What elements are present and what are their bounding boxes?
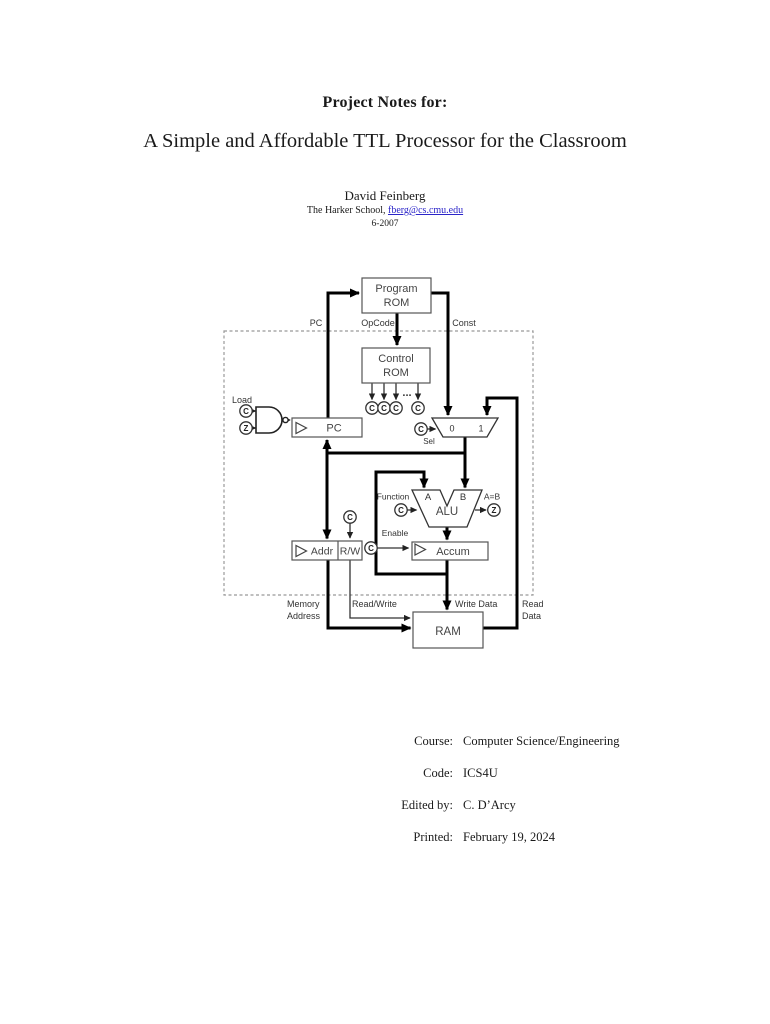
meta-value: C. D’Arcy bbox=[463, 798, 516, 812]
control-signal-3: C bbox=[393, 404, 399, 413]
control-rom-label-line1: Control bbox=[378, 353, 413, 365]
load-c-signal: C bbox=[243, 407, 249, 416]
alu-a-port-label: A bbox=[425, 492, 432, 503]
ellipsis-label: ... bbox=[402, 387, 411, 399]
kicker-heading: Project Notes for: bbox=[322, 94, 448, 111]
pc-bus-label: PC bbox=[310, 318, 323, 328]
control-rom-label-line2: ROM bbox=[383, 367, 409, 379]
addr-rw-register-box bbox=[291, 540, 363, 561]
component-labels: Program ROM Control ROM PC Addr R/W Accu… bbox=[311, 283, 470, 638]
mux-shape bbox=[430, 417, 500, 438]
meta-row-printed: Printed: February 19, 2024 bbox=[0, 830, 770, 845]
meta-value: Computer Science/Engineering bbox=[463, 734, 620, 748]
pc-register-box bbox=[291, 417, 363, 438]
component-boxes bbox=[291, 277, 489, 649]
enable-label: Enable bbox=[382, 528, 409, 538]
a-eq-b-label: A=B bbox=[484, 492, 501, 502]
mux-input-1-label: 1 bbox=[478, 424, 483, 434]
program-rom-label-line2: ROM bbox=[384, 297, 410, 309]
pc-register-label: PC bbox=[326, 423, 341, 435]
meta-row-course: Course: Computer Science/Engineering bbox=[0, 734, 770, 749]
clock-edge-icons bbox=[295, 421, 427, 558]
alu-b-port-label: B bbox=[460, 492, 466, 503]
enable-c-signal: C bbox=[368, 544, 374, 553]
affiliation-text: The Harker School, bbox=[306, 205, 388, 216]
memory-label: Memory bbox=[287, 599, 320, 609]
write-data-label: Write Data bbox=[455, 599, 497, 609]
publication-date: 6-2007 bbox=[371, 219, 399, 229]
wire-read-data-to-mux bbox=[482, 396, 519, 630]
meta-label: Code: bbox=[423, 766, 453, 780]
rw-label: R/W bbox=[340, 546, 361, 558]
function-c-signal: C bbox=[398, 506, 404, 515]
load-label: Load bbox=[232, 395, 252, 405]
pc-clock-icon bbox=[295, 421, 308, 435]
wire-read-write bbox=[349, 560, 411, 622]
load-z-signal: Z bbox=[244, 424, 249, 433]
meta-label: Course: bbox=[414, 734, 453, 748]
control-signal-2: C bbox=[381, 404, 387, 413]
ram-label: RAM bbox=[435, 626, 461, 638]
meta-row-code: Code: ICS4U bbox=[0, 766, 770, 781]
control-signal-4: C bbox=[415, 404, 421, 413]
const-label: Const bbox=[452, 318, 476, 328]
wire-const-to-mux bbox=[431, 291, 453, 416]
accum-clock-icon bbox=[414, 543, 427, 556]
read-write-label: Read/Write bbox=[352, 599, 397, 609]
control-rom-box bbox=[361, 347, 431, 384]
function-label: Function bbox=[377, 492, 410, 502]
addr-clock-icon bbox=[295, 544, 308, 558]
signal-circles: C Z C C C C C C Z C C bbox=[239, 401, 501, 555]
rw-c-signal: C bbox=[347, 513, 353, 522]
author-email-link[interactable]: fberg@cs.cmu.edu bbox=[387, 205, 464, 216]
wire-pc-to-program-rom bbox=[326, 288, 360, 418]
alu-label: ALU bbox=[436, 506, 458, 518]
wire-memory-address bbox=[326, 560, 412, 633]
accum-register-box bbox=[411, 541, 489, 561]
cpu-boundary-dashed-box bbox=[223, 330, 534, 596]
address-label: Address bbox=[287, 611, 321, 621]
nand-gate-icon bbox=[255, 406, 289, 434]
alu-shape bbox=[410, 489, 483, 528]
ram-box bbox=[412, 611, 484, 649]
accum-label: Accum bbox=[436, 546, 470, 558]
addr-label: Addr bbox=[311, 546, 334, 558]
zero-flag-signal: Z bbox=[491, 506, 496, 515]
page-title: A Simple and Affordable TTL Processor fo… bbox=[143, 130, 627, 152]
control-wires bbox=[249, 383, 487, 622]
read-label: Read bbox=[522, 599, 544, 609]
meta-value: February 19, 2024 bbox=[463, 830, 555, 844]
control-signal-1: C bbox=[369, 404, 375, 413]
memory-interface-labels: Memory Address Read/Write Write Data Rea… bbox=[287, 599, 544, 621]
sel-c-signal: C bbox=[418, 425, 424, 434]
data-bus-wires bbox=[322, 288, 519, 633]
mux-input-0-label: 0 bbox=[449, 424, 454, 434]
opcode-label: OpCode bbox=[361, 318, 395, 328]
meta-label: Edited by: bbox=[401, 798, 453, 812]
sel-label: Sel bbox=[423, 437, 435, 446]
meta-row-edited-by: Edited by: C. D’Arcy bbox=[0, 798, 770, 813]
program-rom-box bbox=[361, 277, 432, 314]
affiliation-line: The Harker School, fberg@cs.cmu.edu bbox=[0, 205, 770, 216]
meta-value: ICS4U bbox=[463, 766, 498, 780]
wire-labels: PC OpCode Const Load Sel 0 1 A B Functio… bbox=[232, 318, 500, 538]
wire-accum-to-alu-a bbox=[374, 470, 449, 576]
program-rom-label-line1: Program bbox=[375, 283, 417, 295]
meta-label: Printed: bbox=[413, 830, 453, 844]
data-label: Data bbox=[522, 611, 541, 621]
author-name: David Feinberg bbox=[344, 188, 426, 203]
